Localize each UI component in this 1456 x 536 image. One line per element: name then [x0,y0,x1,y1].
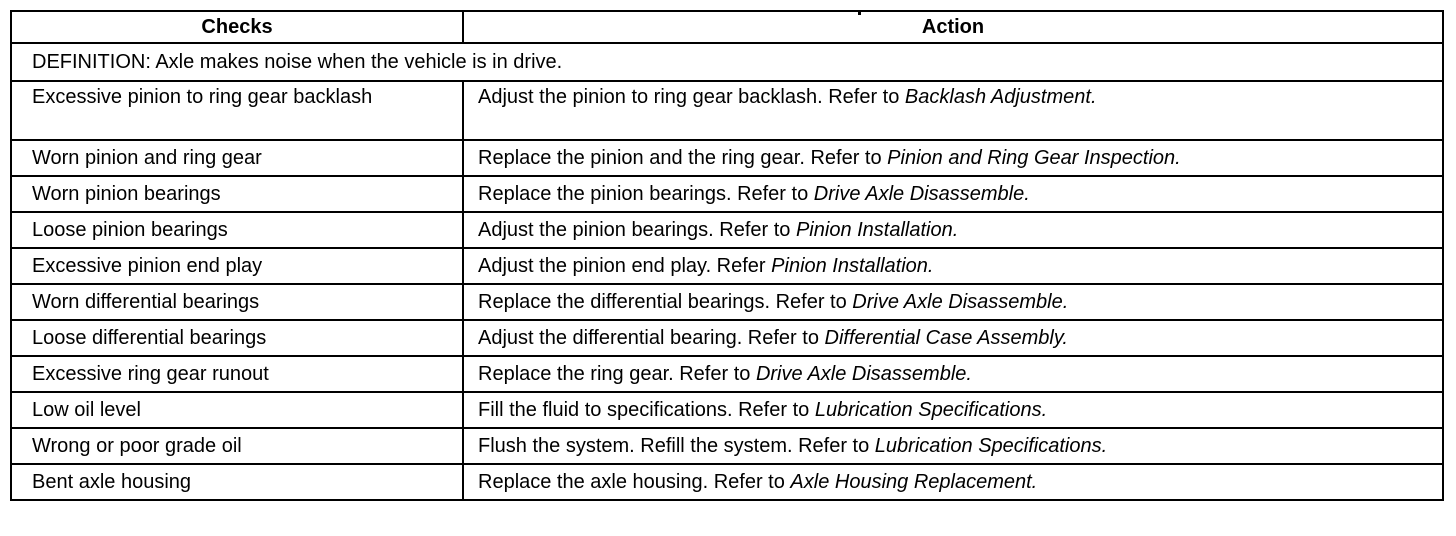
action-cell: Fill the fluid to specifications. Refer … [462,391,1444,429]
checks-header: Checks [10,10,464,44]
table-row: Worn pinion and ring gear Replace the pi… [10,139,1444,177]
reference-link[interactable]: Drive Axle Disassemble. [852,291,1069,313]
reference-link[interactable]: Pinion Installation. [771,255,934,277]
table-row: Wrong or poor grade oil Flush the system… [10,427,1444,465]
title-fragment [858,10,861,15]
table-row: Excessive ring gear runout Replace the r… [10,355,1444,393]
table-row: Bent axle housing Replace the axle housi… [10,463,1444,501]
action-cell: Adjust the pinion end play. Refer Pinion… [462,247,1444,285]
check-cell: Worn pinion and ring gear [10,139,464,177]
action-header: Action [462,10,1444,44]
action-text: Adjust the pinion to ring gear backlash.… [478,86,905,108]
action-text: Flush the system. Refill the system. Ref… [478,435,875,457]
action-text: Replace the ring gear. Refer to [478,363,756,385]
reference-link[interactable]: Lubrication Specifications. [874,435,1108,457]
check-cell: Wrong or poor grade oil [10,427,464,465]
check-cell: Excessive pinion to ring gear backlash [10,80,464,141]
reference-link[interactable]: Lubrication Specifications. [814,399,1048,421]
check-cell: Worn differential bearings [10,283,464,321]
action-cell: Adjust the pinion bearings. Refer to Pin… [462,211,1444,249]
check-cell: Bent axle housing [10,463,464,501]
header-row: Checks Action [10,10,1444,44]
table-row: Worn differential bearings Replace the d… [10,283,1444,321]
reference-link[interactable]: Drive Axle Disassemble. [813,183,1030,205]
table-row: Loose differential bearings Adjust the d… [10,319,1444,357]
action-cell: Replace the pinion bearings. Refer to Dr… [462,175,1444,213]
action-text: Replace the pinion and the ring gear. Re… [478,147,888,169]
reference-link[interactable]: Axle Housing Replacement. [790,471,1038,493]
action-cell: Adjust the differential bearing. Refer t… [462,319,1444,357]
reference-link[interactable]: Drive Axle Disassemble. [755,363,972,385]
check-cell: Low oil level [10,391,464,429]
action-text: Replace the pinion bearings. Refer to [478,183,814,205]
check-cell: Loose pinion bearings [10,211,464,249]
action-text: Replace the axle housing. Refer to [478,471,791,493]
action-cell: Flush the system. Refill the system. Ref… [462,427,1444,465]
action-cell: Replace the axle housing. Refer to Axle … [462,463,1444,501]
table-row: Worn pinion bearings Replace the pinion … [10,175,1444,213]
check-cell: Loose differential bearings [10,319,464,357]
definition-row: DEFINITION: Axle makes noise when the ve… [10,42,1444,82]
definition-text: DEFINITION: Axle makes noise when the ve… [10,42,1444,82]
check-cell: Excessive pinion end play [10,247,464,285]
action-text: Fill the fluid to specifications. Refer … [478,399,815,421]
action-cell: Replace the pinion and the ring gear. Re… [462,139,1444,177]
action-cell: Replace the differential bearings. Refer… [462,283,1444,321]
action-cell: Adjust the pinion to ring gear backlash.… [462,80,1444,141]
action-text: Adjust the pinion bearings. Refer to [478,219,796,241]
table-row: Low oil level Fill the fluid to specific… [10,391,1444,429]
reference-link[interactable]: Differential Case Assembly. [824,327,1068,349]
check-cell: Excessive ring gear runout [10,355,464,393]
diagnostic-table: Checks Action DEFINITION: Axle makes noi… [10,10,1444,501]
table-row: Loose pinion bearings Adjust the pinion … [10,211,1444,249]
check-cell: Worn pinion bearings [10,175,464,213]
table-row: Excessive pinion to ring gear backlash A… [10,80,1444,141]
action-cell: Replace the ring gear. Refer to Drive Ax… [462,355,1444,393]
reference-link[interactable]: Pinion and Ring Gear Inspection. [887,147,1181,169]
action-text: Replace the differential bearings. Refer… [478,291,853,313]
reference-link[interactable]: Pinion Installation. [795,219,959,241]
reference-link[interactable]: Backlash Adjustment. [904,86,1097,108]
table-row: Excessive pinion end play Adjust the pin… [10,247,1444,285]
diagnostic-table-container: Checks Action DEFINITION: Axle makes noi… [10,10,1444,501]
action-text: Adjust the pinion end play. Refer [478,255,772,277]
action-text: Adjust the differential bearing. Refer t… [478,327,825,349]
